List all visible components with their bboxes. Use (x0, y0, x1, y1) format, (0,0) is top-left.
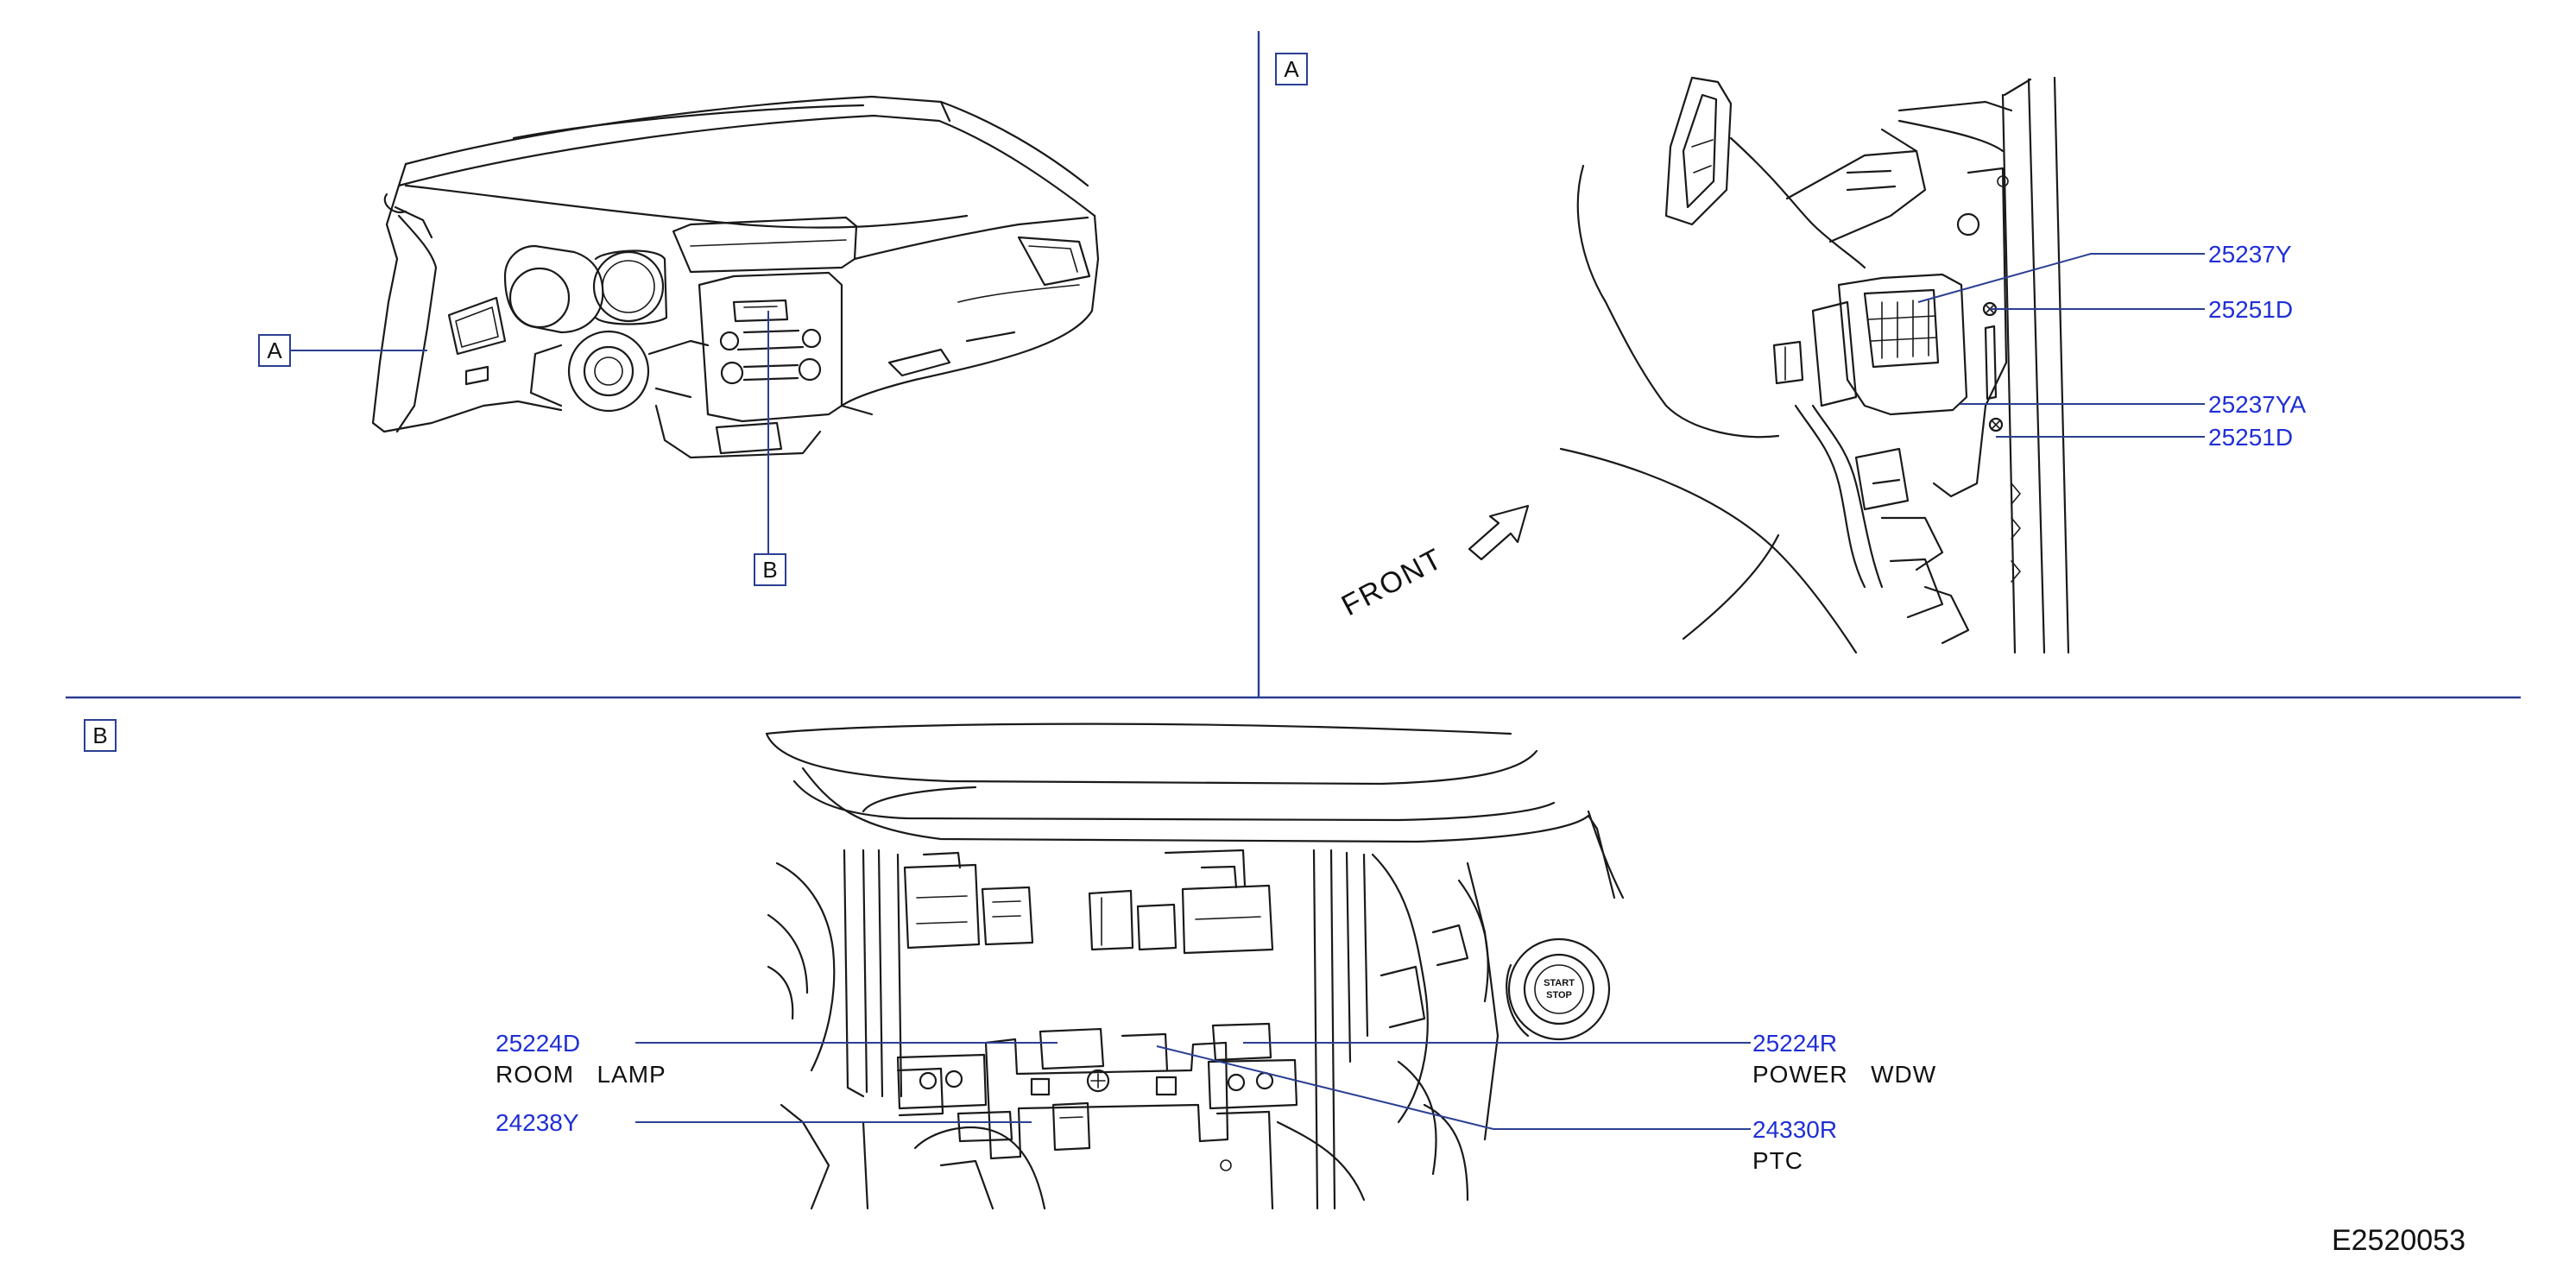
part-desc-ptc: PTC (1752, 1147, 1803, 1174)
part-label-24238y: 24238Y (496, 1109, 579, 1136)
instrument-panel-drawing (371, 95, 1100, 459)
start-stop-button: START STOP (1544, 978, 1575, 1000)
part-label-25251d-lower: 25251D (2208, 424, 2293, 451)
view-b-leaders (635, 1042, 1751, 1130)
callout-b-label: B (762, 557, 777, 583)
view-b-drawing (765, 723, 1625, 1210)
view-a-title: A (1284, 56, 1299, 82)
view-b-title: B (92, 723, 107, 748)
part-label-25224r: 25224R (1752, 1030, 1837, 1057)
panel-dividers (66, 31, 2521, 699)
part-desc-power-wdw: POWER WDW (1752, 1061, 1936, 1088)
start-stop-label-start: START (1544, 978, 1575, 988)
callout-a-overview: A (258, 334, 291, 367)
part-label-25224d: 25224D (496, 1030, 580, 1057)
view-a-header: A (1275, 53, 1308, 85)
part-label-24330r: 24330R (1752, 1116, 1837, 1143)
start-stop-label-stop: STOP (1546, 990, 1572, 1000)
front-label: FRONT (1336, 542, 1449, 622)
part-desc-room-lamp: ROOM LAMP (496, 1061, 666, 1088)
part-label-25237y: 25237Y (2208, 241, 2292, 268)
view-b-labels: 25224D ROOM LAMP 24238Y 25224R POWER WDW… (496, 1030, 1936, 1174)
view-a-drawing (1559, 76, 2070, 654)
overview-leaders (290, 311, 769, 563)
front-arrow: FRONT (1336, 504, 1530, 622)
view-b-header: B (84, 719, 117, 752)
part-label-25237ya: 25237YA (2208, 391, 2306, 418)
callout-a-label: A (267, 338, 282, 363)
view-a-labels: 25237Y 25251D 25237YA 25251D (2208, 241, 2306, 451)
diagram-code: E2520053 (2332, 1224, 2466, 1257)
view-a-leaders (1917, 253, 2205, 438)
part-label-25251d-upper: 25251D (2208, 296, 2293, 323)
callout-b-overview: B (754, 553, 786, 586)
